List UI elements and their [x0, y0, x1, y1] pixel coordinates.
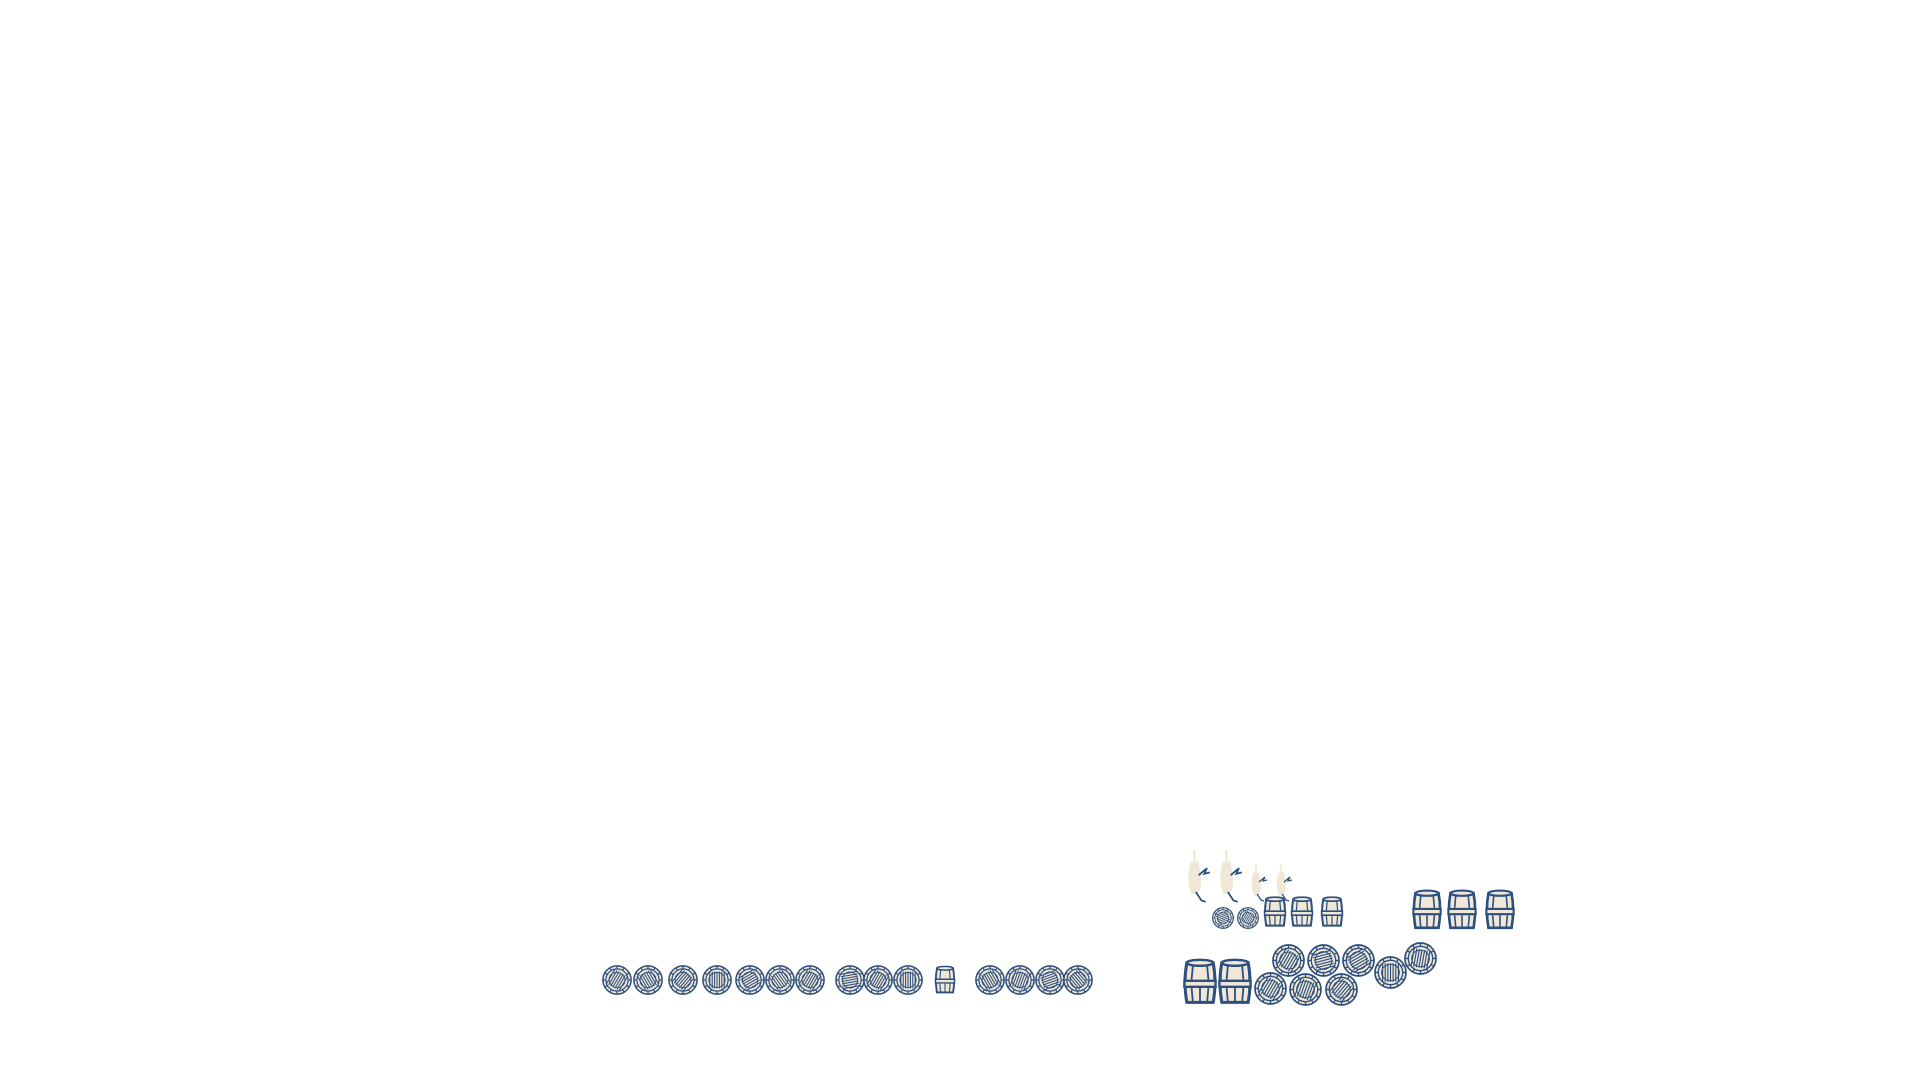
barrel-lid-icon[interactable]: [1237, 907, 1259, 929]
barrel-lid-icon[interactable]: [633, 965, 663, 995]
barrel-icon[interactable]: [1320, 895, 1344, 929]
barrel-lid-icon[interactable]: [668, 965, 698, 995]
barrel-lid-icon[interactable]: [1063, 965, 1093, 995]
barrel-lid-icon[interactable]: [1005, 965, 1035, 995]
barrel-lid-icon[interactable]: [1341, 943, 1375, 977]
barrel-lid-icon[interactable]: [863, 965, 893, 995]
barrel-lid-icon[interactable]: [602, 965, 632, 995]
barrel-lid-icon[interactable]: [1373, 955, 1407, 989]
barrel-lid-icon[interactable]: [1324, 972, 1358, 1006]
hanging-hen-icon[interactable]: [1250, 856, 1270, 912]
barrel-icon[interactable]: [1290, 895, 1314, 929]
barrel-lid-icon[interactable]: [975, 965, 1005, 995]
barrel-lid-icon[interactable]: [795, 965, 825, 995]
barrel-lid-icon[interactable]: [1403, 941, 1437, 975]
barrel-icon[interactable]: [1263, 895, 1287, 929]
barrel-lid-icon[interactable]: [702, 965, 732, 995]
hanging-hen-icon[interactable]: [1186, 846, 1214, 910]
barrel-lid-icon[interactable]: [893, 965, 923, 995]
barrel-lid-icon[interactable]: [1212, 907, 1234, 929]
barrel-lid-icon[interactable]: [1271, 943, 1305, 977]
barrel-lid-icon[interactable]: [835, 965, 865, 995]
barrel-icon[interactable]: [1445, 889, 1479, 931]
barrel-icon[interactable]: [1182, 958, 1218, 1006]
barrel-icon[interactable]: [1217, 958, 1253, 1006]
hanging-hen-icon[interactable]: [1218, 846, 1246, 910]
barrel-lid-icon[interactable]: [1035, 965, 1065, 995]
barrel-lid-icon[interactable]: [1288, 972, 1322, 1006]
barrel-lid-icon[interactable]: [735, 965, 765, 995]
hanging-hen-icon[interactable]: [1275, 856, 1295, 912]
barrel-lid-icon[interactable]: [1306, 943, 1340, 977]
barrel-icon[interactable]: [1409, 889, 1445, 931]
barrel-icon[interactable]: [1482, 889, 1518, 931]
barrel-lid-icon[interactable]: [1253, 971, 1287, 1005]
barrel-icon[interactable]: [934, 965, 956, 995]
barrel-lid-icon[interactable]: [765, 965, 795, 995]
